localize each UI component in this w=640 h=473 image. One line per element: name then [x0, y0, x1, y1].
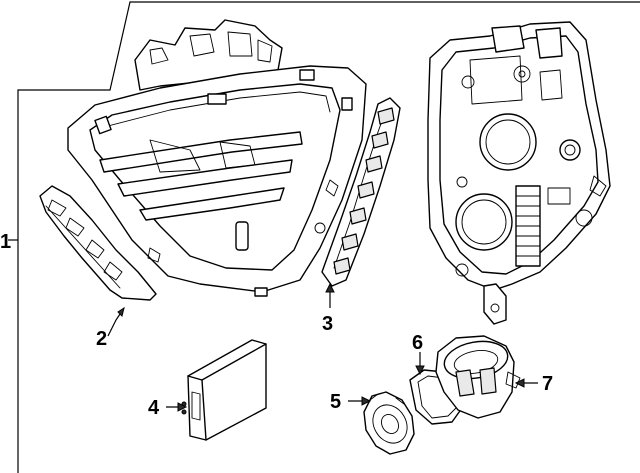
socket-cap-icon [435, 335, 521, 419]
callout-4-label: 4 [148, 397, 160, 419]
callout-5-label: 5 [330, 391, 341, 413]
bulb-icon [363, 391, 415, 455]
assembly-bracket-line [8, 1, 640, 473]
callout-3-label: 3 [322, 313, 333, 335]
callout-2: 2 [96, 306, 125, 350]
control-module-icon [181, 339, 267, 441]
callout-4: 4 [148, 397, 188, 419]
callout-7: 7 [514, 373, 553, 395]
led-strip-icon [321, 97, 401, 287]
bracket-icon [39, 185, 157, 301]
callout-1-label: 1 [0, 231, 11, 253]
callout-2-label: 2 [96, 328, 107, 350]
callout-6: 6 [412, 332, 425, 376]
callout-6-label: 6 [412, 332, 423, 354]
headlamp-housing-rear-icon [427, 21, 611, 325]
callout-1: 1 [0, 231, 11, 253]
headlamp-assembly-front-icon [67, 19, 367, 297]
callout-3: 3 [322, 282, 335, 335]
callout-7-label: 7 [542, 373, 553, 395]
callout-5: 5 [330, 391, 372, 413]
